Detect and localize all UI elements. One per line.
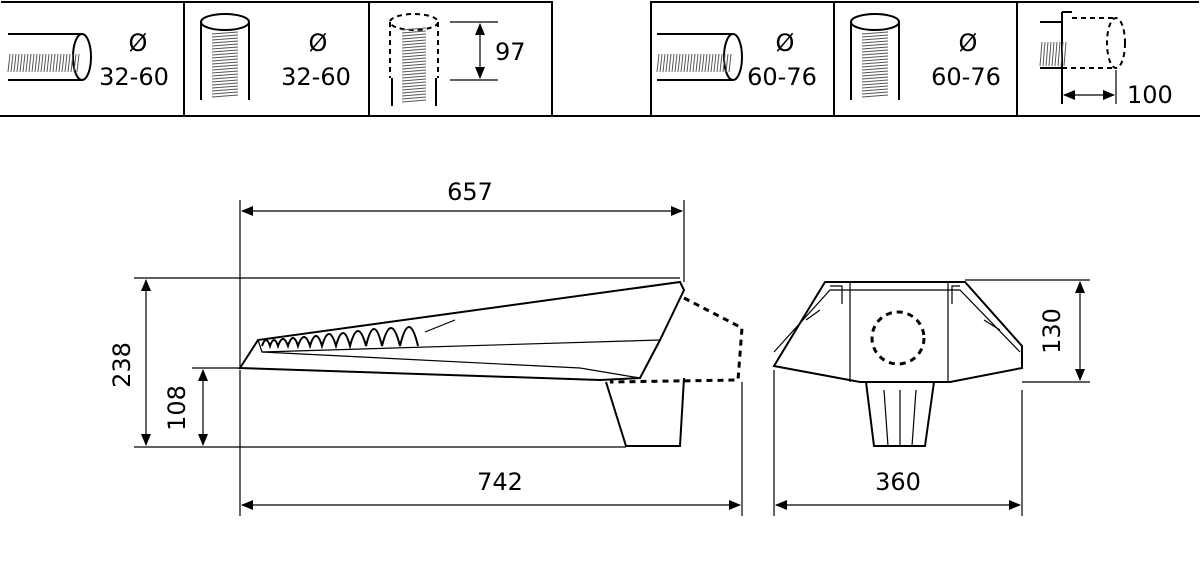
dimension-overall-height-label: 238 (108, 342, 136, 388)
post-top-pipe-icon (200, 13, 250, 100)
diameter-symbol-2: Ø (309, 29, 328, 57)
diameter-range-4: 60-76 (931, 63, 1001, 91)
diameter-symbol-1: Ø (129, 29, 148, 57)
dimension-front-width-label: 360 (875, 468, 921, 496)
side-entry-insertion-icon (1039, 11, 1126, 104)
front-view-luminaire (772, 281, 1023, 447)
side-entry-pipe-icon (7, 33, 92, 81)
dimension-overall-length (239, 370, 743, 516)
diameter-range-2: 32-60 (281, 63, 351, 91)
diameter-range-3: 60-76 (747, 63, 817, 91)
dimension-front-width (773, 370, 1023, 516)
diameter-symbol-3: Ø (776, 29, 795, 57)
mounting-options-right-group (650, 1, 1199, 116)
post-top-pipe-large-icon (850, 13, 900, 100)
dimension-overall-height (134, 277, 680, 448)
dimension-front-height-label: 130 (1038, 308, 1066, 354)
insertion-depth-label-2: 100 (1127, 81, 1173, 109)
mounting-options-left-group (1, 1, 553, 117)
dimension-spigot-height (192, 367, 240, 446)
insertion-depth-label-1: 97 (495, 38, 526, 66)
dimension-top-length-label: 657 (447, 178, 493, 206)
side-entry-pipe-large-icon (656, 33, 743, 81)
dimension-front-height (965, 279, 1090, 383)
dimension-overall-length-label: 742 (477, 468, 523, 496)
diameter-range-1: 32-60 (99, 63, 169, 91)
post-top-insertion-icon (389, 13, 498, 106)
dimension-top-length (239, 200, 685, 368)
side-view-luminaire (238, 280, 744, 447)
dimension-spigot-height-label: 108 (163, 385, 191, 431)
diameter-symbol-4: Ø (959, 29, 978, 57)
